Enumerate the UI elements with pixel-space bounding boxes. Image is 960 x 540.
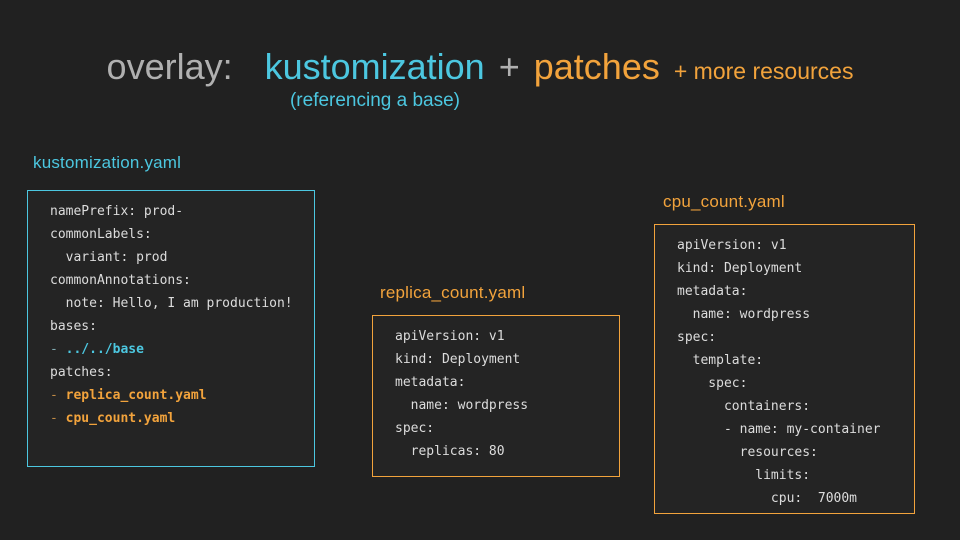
code-token: bases: xyxy=(50,319,97,334)
slide-title: overlay: kustomization + patches + more … xyxy=(0,46,960,88)
title-patches: patches xyxy=(533,46,660,87)
code-line: limits: xyxy=(677,464,914,487)
code-token: metadata: xyxy=(677,284,748,299)
code-line: - ../../base xyxy=(50,338,314,361)
code-token: name: wordpress xyxy=(677,307,811,322)
code-line: name: wordpress xyxy=(677,303,914,326)
cpu-count-yaml-label: cpu_count.yaml xyxy=(663,192,785,211)
code-token: replica_count.yaml xyxy=(65,388,207,403)
code-token: cpu_count.yaml xyxy=(65,411,176,426)
code-line: - replica_count.yaml xyxy=(50,384,314,407)
code-token: spec: xyxy=(677,376,748,391)
code-line: - name: my-container xyxy=(677,418,914,441)
code-token: containers: xyxy=(677,399,811,414)
code-token: commonAnnotations: xyxy=(50,273,191,288)
code-line: replicas: 80 xyxy=(395,440,619,463)
code-line: apiVersion: v1 xyxy=(395,325,619,348)
code-token: apiVersion: v1 xyxy=(677,238,787,253)
code-line: resources: xyxy=(677,441,914,464)
code-token: commonLabels: xyxy=(50,227,152,242)
code-token: ../../base xyxy=(65,342,144,357)
kustomization-yaml-code: namePrefix: prod-commonLabels: variant: … xyxy=(28,191,314,430)
code-token: variant: prod xyxy=(50,250,168,265)
code-token: replicas: 80 xyxy=(395,444,505,459)
kustomization-yaml-box: namePrefix: prod-commonLabels: variant: … xyxy=(27,190,315,467)
title-kustomization: kustomization xyxy=(264,46,485,87)
code-token: limits: xyxy=(677,468,811,483)
code-token: - xyxy=(50,388,66,403)
code-line: containers: xyxy=(677,395,914,418)
code-line: spec: xyxy=(677,372,914,395)
code-token: kind: Deployment xyxy=(677,261,803,276)
code-token: - xyxy=(50,411,66,426)
code-token: - name: my-container xyxy=(677,422,881,437)
code-line: spec: xyxy=(677,326,914,349)
code-line: template: xyxy=(677,349,914,372)
code-line: namePrefix: prod- xyxy=(50,200,314,223)
code-token: note: Hello, I am production! xyxy=(50,296,293,311)
code-line: kind: Deployment xyxy=(395,348,619,371)
title-subtitle: (referencing a base) xyxy=(289,90,461,111)
code-token: template: xyxy=(677,353,764,368)
code-line: name: wordpress xyxy=(395,394,619,417)
code-line: apiVersion: v1 xyxy=(677,234,914,257)
code-line: commonAnnotations: xyxy=(50,269,314,292)
code-token: namePrefix: prod- xyxy=(50,204,184,219)
code-token: cpu: 7000m xyxy=(677,491,858,506)
code-token: name: wordpress xyxy=(395,398,529,413)
title-plus: + xyxy=(498,46,520,87)
replica-count-yaml-label: replica_count.yaml xyxy=(380,283,526,302)
code-token: patches: xyxy=(50,365,113,380)
code-line: kind: Deployment xyxy=(677,257,914,280)
code-line: bases: xyxy=(50,315,314,338)
code-line: patches: xyxy=(50,361,314,384)
code-line: metadata: xyxy=(677,280,914,303)
kustomization-yaml-label: kustomization.yaml xyxy=(33,153,182,172)
code-token: apiVersion: v1 xyxy=(395,329,505,344)
code-token: kind: Deployment xyxy=(395,352,521,367)
title-overlay: overlay: xyxy=(106,46,233,87)
code-line: commonLabels: xyxy=(50,223,314,246)
code-line: cpu: 7000m xyxy=(677,487,914,510)
code-token: spec: xyxy=(395,421,435,436)
code-token: metadata: xyxy=(395,375,466,390)
code-token: - xyxy=(50,342,66,357)
code-token: spec: xyxy=(677,330,717,345)
code-line: spec: xyxy=(395,417,619,440)
code-line: variant: prod xyxy=(50,246,314,269)
code-line: - cpu_count.yaml xyxy=(50,407,314,430)
code-line: metadata: xyxy=(395,371,619,394)
code-token: resources: xyxy=(677,445,818,460)
title-more-resources: + more resources xyxy=(673,58,854,84)
code-line: note: Hello, I am production! xyxy=(50,292,314,315)
